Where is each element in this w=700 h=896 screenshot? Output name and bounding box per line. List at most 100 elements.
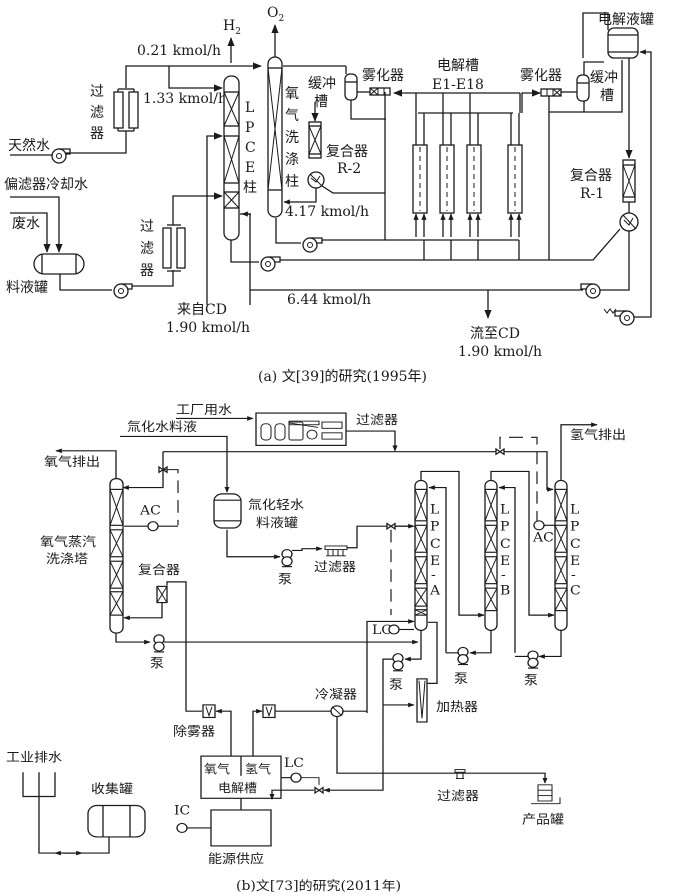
lpce-b-column xyxy=(484,479,498,631)
oxygen-to-demister xyxy=(215,708,232,728)
cooler-r1 xyxy=(619,212,639,232)
lpce-b-label-E: E xyxy=(500,554,510,568)
wash-bottom-line xyxy=(275,218,301,244)
hydrogen-vent-label: 氢气排出 xyxy=(570,428,626,443)
caption-b: (b)文[73]的研究(2011年) xyxy=(236,879,401,894)
ac-right-signal xyxy=(499,436,538,521)
condenser-to-product xyxy=(336,716,420,774)
feed-line xyxy=(120,435,230,493)
ic-label: IC xyxy=(174,804,190,818)
lpce-a-label-P: P xyxy=(430,520,439,534)
treated-water-line xyxy=(346,430,398,452)
power-supply xyxy=(210,809,272,847)
lc-bottom-controller xyxy=(290,772,302,783)
atomizer-right xyxy=(540,88,562,97)
flow-4-17-label: 4.17 kmol/h xyxy=(285,204,369,220)
lc-top-controller xyxy=(388,624,400,635)
electrolyte-pump-line xyxy=(634,283,652,318)
product-tank xyxy=(531,784,561,805)
return-to-valve xyxy=(323,740,384,793)
electrolyzer-inlet-arrows xyxy=(413,213,522,237)
plant-water-label: 工厂用水 xyxy=(176,403,232,418)
recombiner-feed xyxy=(166,581,187,687)
oxygen-wash-label-5: 柱 xyxy=(285,174,299,190)
filter-top-label: 过滤器 xyxy=(356,412,398,427)
ac-right-label: AC xyxy=(532,531,554,545)
electrolyzer-oxygen-label: 氧气 xyxy=(204,762,230,776)
lpce-c-label-L: L xyxy=(570,503,579,517)
to-product-tank xyxy=(420,772,548,784)
collection-tank xyxy=(87,804,146,838)
pump-recycle xyxy=(580,283,601,299)
flow-0-21-label: 0.21 kmol/h xyxy=(137,43,221,59)
electrolyzer-label: 电解槽 xyxy=(437,58,479,74)
electrolyzer-cell-1 xyxy=(412,93,428,214)
from-cd-flow: 1.90 kmol/h xyxy=(166,320,250,336)
electrolyzer-cell-3 xyxy=(466,93,482,214)
lpce-a-column xyxy=(414,479,428,631)
lpce-feed-line xyxy=(168,66,223,92)
filter-1-label-1: 过 xyxy=(90,84,104,100)
electrolyzer-id-label: E1-E18 xyxy=(432,77,484,93)
oxygen-vapor-scrubber xyxy=(109,478,124,634)
lpce-c-label-E: E xyxy=(570,554,580,568)
tank-to-pump xyxy=(226,529,281,560)
pump-a-down xyxy=(382,658,393,741)
oxygen-vent-line xyxy=(55,448,117,479)
lpce-label-zhu: 柱 xyxy=(243,180,257,196)
filter-mid-label: 过滤器 xyxy=(314,560,356,575)
h2-label: H2 xyxy=(223,18,241,37)
filter-to-lpce-a xyxy=(347,525,410,549)
lpce-b-label-L: L xyxy=(500,503,509,517)
lpce-a-to-b-vapor xyxy=(420,470,485,618)
pump-feed xyxy=(113,283,133,299)
oxygen-vapor-scrubber-label-1: 氧气蒸汽 xyxy=(40,535,96,550)
recombiner-r2-id: R-2 xyxy=(337,161,361,177)
pump-lpce-b-label: 泵 xyxy=(454,672,468,686)
pump-lpce-c xyxy=(527,650,539,669)
oxygen-wash-label-4: 涤 xyxy=(285,152,299,168)
filter-1-label-3: 器 xyxy=(90,126,104,142)
lpce-b-label-dash: - xyxy=(501,569,506,583)
lpce-c-label-C2: C xyxy=(570,584,581,598)
buffer-right-to-tank xyxy=(583,60,623,113)
buffer-tank-left-label-2: 槽 xyxy=(314,94,328,110)
electrolyzer-cells xyxy=(412,93,523,237)
tritiated-light-water-tank-label-1: 氚化轻水 xyxy=(248,498,304,513)
recombiner-r2 xyxy=(308,121,322,159)
atomizer-right-label: 雾化器 xyxy=(520,68,562,84)
header-to-lpce-c xyxy=(540,451,554,492)
filter-2-label-3: 器 xyxy=(140,263,154,279)
lpce-a-label-C: C xyxy=(430,537,441,551)
lpce-c-column xyxy=(554,479,568,631)
oxygen-wash-label-1: 氧 xyxy=(285,86,299,102)
filter-2-label-2: 滤 xyxy=(140,241,154,257)
control-valve-right xyxy=(495,447,505,456)
oxygen-wash-column xyxy=(267,56,283,218)
condenser-return-line xyxy=(366,619,415,713)
waste-water-label: 废水 xyxy=(12,216,40,232)
lpce-c-bottom xyxy=(538,630,562,659)
atomizer-left-label: 雾化器 xyxy=(362,68,404,84)
pump-lpce-a-label: 泵 xyxy=(389,678,403,692)
feed-tank-label: 料液罐 xyxy=(6,280,48,296)
tritiated-water-feed-label: 氚化水料液 xyxy=(127,420,197,435)
heater xyxy=(416,678,428,723)
lc-bottom-label: LC xyxy=(284,756,304,770)
power-supply-label: 能源供应 xyxy=(208,852,264,867)
lpce-label-E: E xyxy=(245,160,255,176)
cooler-to-recycle xyxy=(600,231,630,291)
electrolyzer-feed-header-2 xyxy=(280,228,621,261)
lpce-column xyxy=(223,75,240,241)
condenser-label: 冷凝器 xyxy=(315,687,357,702)
lpce-label-P: P xyxy=(245,120,254,136)
to-cd-flow: 1.90 kmol/h xyxy=(458,344,542,360)
figure-a: H2 O2 0.21 kmol/h 1.33 kmol/h 过 滤 器 天然水 … xyxy=(4,5,654,385)
ac-left-controller xyxy=(147,521,159,532)
from-cd-line xyxy=(206,132,223,305)
pump-wash xyxy=(302,237,323,253)
buffer-tank-left-label-1: 缓冲 xyxy=(308,76,336,92)
recombiner-r1 xyxy=(622,159,636,203)
ic-controller xyxy=(176,822,188,834)
